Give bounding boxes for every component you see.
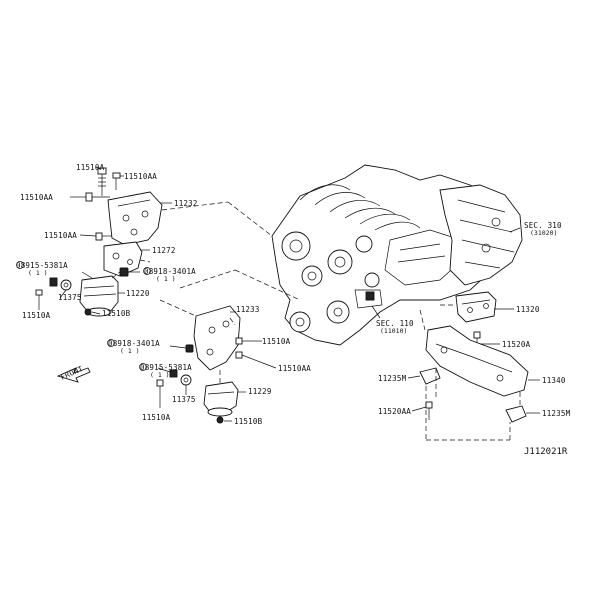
label-11235m-a: 11235M bbox=[378, 374, 407, 383]
label-sec110: SEC. 110 bbox=[376, 319, 414, 328]
label-sec310: SEC. 310 bbox=[524, 221, 562, 230]
label-08918-b: 08918-3401A bbox=[108, 339, 160, 348]
label-11220: 11220 bbox=[126, 289, 150, 298]
leader-lines bbox=[38, 166, 540, 422]
label-11235m-b: 11235M bbox=[542, 409, 571, 418]
note-n-mark bbox=[139, 363, 147, 371]
part-labels: 11510A 11510AA 11232 11510AA 11510AA 112… bbox=[16, 163, 571, 457]
label-08915-a-qty: ( 1 ) bbox=[28, 269, 48, 277]
label-11272: 11272 bbox=[152, 246, 176, 255]
label-11510a-left: 11510A bbox=[22, 311, 51, 320]
dashed-reference-lines bbox=[111, 201, 521, 441]
front-arrow bbox=[56, 367, 91, 383]
label-11520aa: 11520AA bbox=[378, 407, 411, 416]
note-n-mark bbox=[143, 267, 151, 275]
label-11375-a: 11375 bbox=[58, 293, 82, 302]
label-11510a-bottom: 11510A bbox=[142, 413, 171, 422]
label-08915-b-qty: ( 1 ) bbox=[150, 371, 170, 379]
label-11510aa-a: 11510AA bbox=[124, 172, 157, 181]
label-sec310-sub: (31020) bbox=[530, 229, 557, 237]
right-mount-group bbox=[419, 291, 529, 423]
label-11320: 11320 bbox=[516, 305, 540, 314]
label-11229: 11229 bbox=[248, 387, 272, 396]
note-n-mark bbox=[16, 261, 24, 269]
label-08918-a-qty: ( 1 ) bbox=[156, 275, 176, 283]
label-11510b-b: 11510B bbox=[234, 417, 263, 426]
label-11233: 11233 bbox=[236, 305, 260, 314]
label-08918-b-qty: ( 1 ) bbox=[120, 347, 140, 355]
label-08915-b: 08915-5381A bbox=[140, 363, 192, 372]
label-11232: 11232 bbox=[174, 199, 198, 208]
engine-assembly bbox=[271, 164, 523, 346]
label-08918-a: 08918-3401A bbox=[144, 267, 196, 276]
label-11520a: 11520A bbox=[502, 340, 531, 349]
center-mount-group bbox=[156, 305, 269, 424]
note-n-mark bbox=[107, 339, 115, 347]
label-08915-a: 08915-5381A bbox=[16, 261, 68, 270]
label-11510aa-right: 11510AA bbox=[278, 364, 311, 373]
label-11510a-right: 11510A bbox=[262, 337, 291, 346]
label-11510aa-mid: 11510AA bbox=[44, 231, 77, 240]
label-11340: 11340 bbox=[542, 376, 566, 385]
label-11510aa-left: 11510AA bbox=[20, 193, 53, 202]
label-11510b-a: 11510B bbox=[102, 309, 131, 318]
label-11510a-top: 11510A bbox=[76, 163, 105, 172]
label-11375-b: 11375 bbox=[172, 395, 196, 404]
label-sec110-sub: (11010) bbox=[380, 327, 407, 335]
diagram-id: J112021R bbox=[524, 447, 568, 457]
